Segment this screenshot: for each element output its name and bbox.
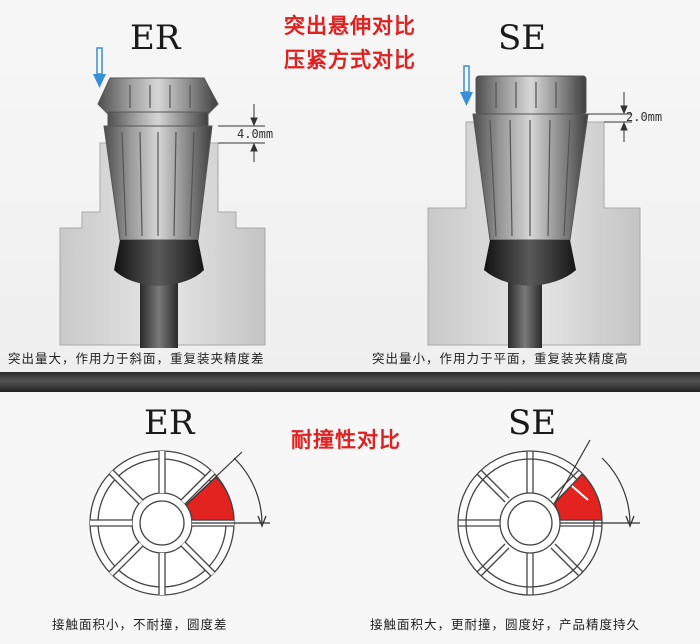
er-force-arrow-icon: [93, 47, 106, 88]
clamping-comparison-title: 压紧方式对比: [284, 48, 416, 72]
er-section-title: ER: [144, 403, 195, 443]
se-collet: [472, 75, 589, 286]
se-title: SE: [498, 18, 547, 58]
se-overhang-value: 2.0mm: [626, 110, 663, 124]
er-collet: [97, 77, 219, 286]
er-tool-shank: [140, 276, 178, 348]
se-overhang-dimension: [588, 92, 632, 142]
se-tool-shank: [508, 276, 542, 348]
er-overhang-value: 4.0mm: [237, 127, 274, 141]
er-clamping-caption: 突出量大，作用力于斜面，重复装夹精度差: [8, 351, 265, 366]
se-collet-cross-section: [457, 439, 640, 596]
se-impact-caption: 接触面积大，更耐撞，圆度好，产品精度持久: [370, 617, 641, 632]
er-collet-cross-section: [89, 450, 270, 596]
se-section-title: SE: [508, 403, 557, 443]
se-force-arrow-icon: [460, 65, 473, 106]
er-impact-caption: 接触面积小，不耐撞，圆度差: [52, 617, 228, 632]
impact-comparison-title: 耐撞性对比: [291, 428, 401, 452]
overhang-comparison-title: 突出悬伸对比: [284, 14, 416, 38]
er-overhang-dimension: [218, 104, 265, 162]
section-divider: [0, 372, 700, 392]
collet-clamping-illustration: [59, 47, 641, 348]
er-title: ER: [130, 18, 181, 58]
se-clamping-caption: 突出量小，作用力于平面，重复装夹精度高: [372, 351, 629, 366]
